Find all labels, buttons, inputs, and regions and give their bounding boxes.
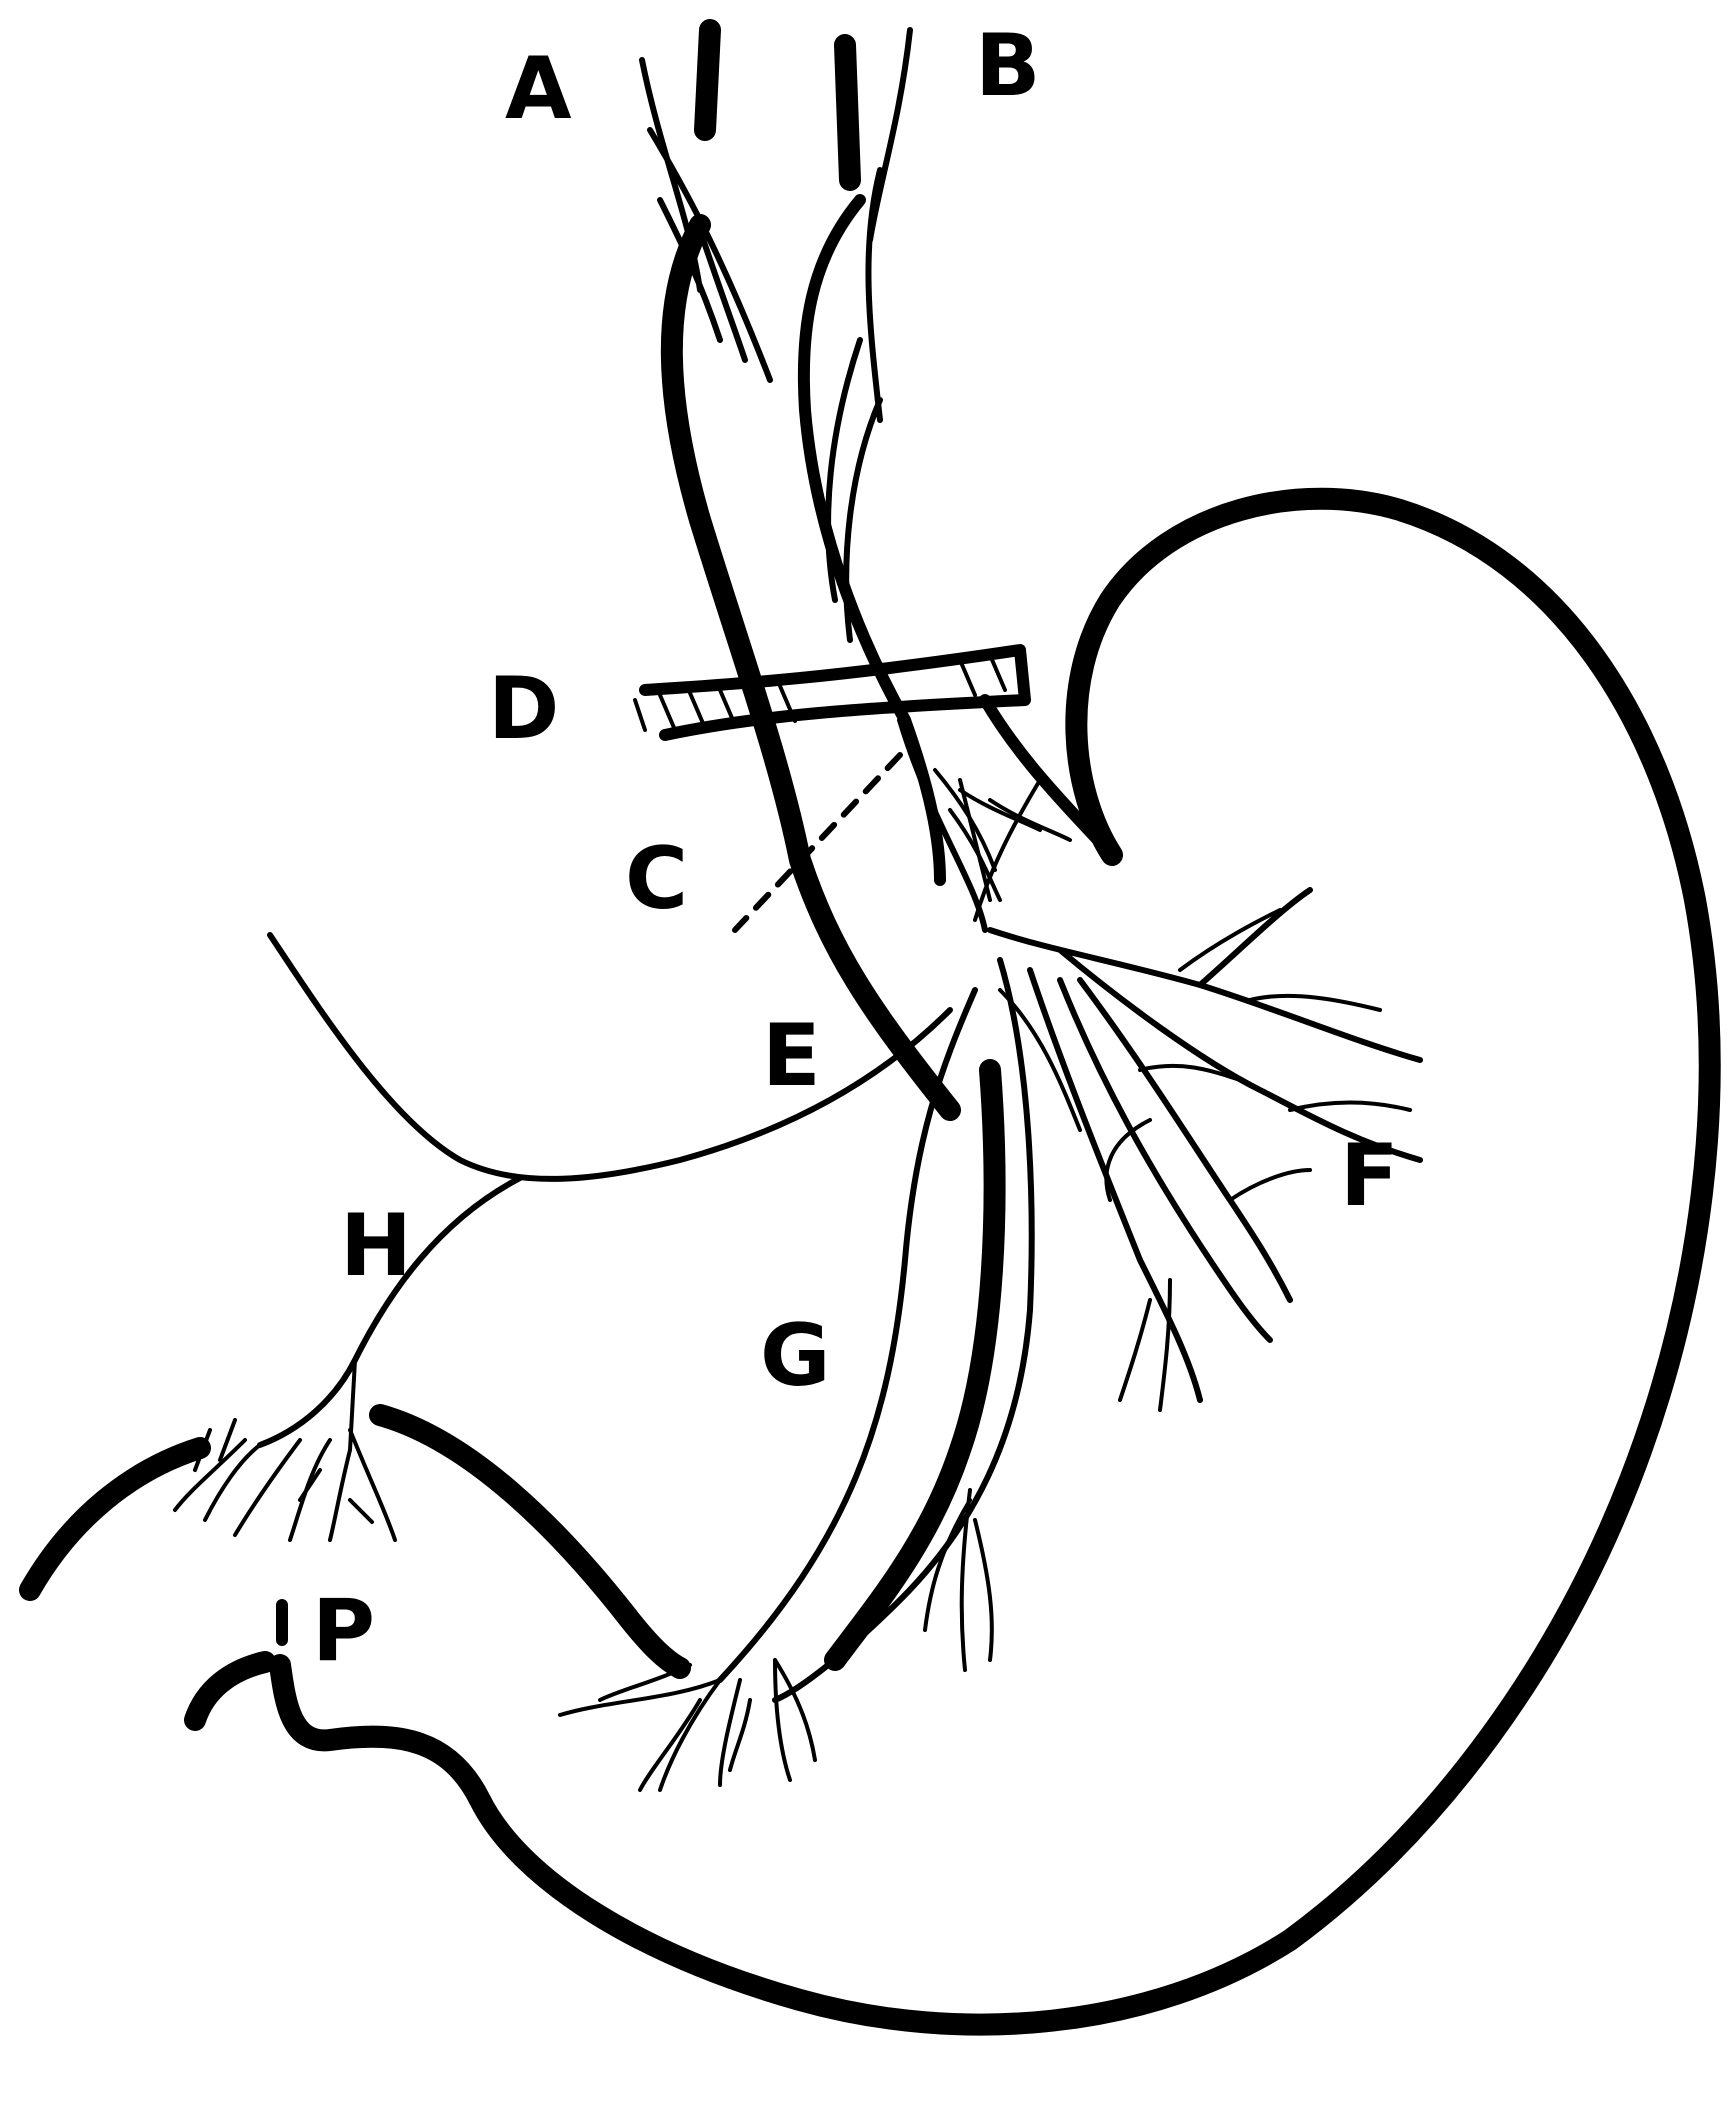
- lower-branch-fan: [560, 1660, 815, 1790]
- label-a: A: [505, 39, 572, 139]
- label-b: B: [975, 16, 1041, 116]
- label-e: E: [762, 1006, 821, 1106]
- nerve-trunk-g-right: [835, 1070, 995, 1660]
- pylorus-outline: [195, 1662, 265, 1720]
- label-d: D: [488, 659, 559, 759]
- label-g: G: [760, 1306, 831, 1406]
- label-f: F: [1340, 1126, 1399, 1226]
- label-c: C: [625, 829, 688, 929]
- vagus-nerve-a: [705, 30, 710, 130]
- stomach-lesser-curvature: [380, 1415, 680, 1668]
- vagus-nerve-b: [845, 45, 850, 180]
- label-h: H: [340, 1196, 412, 1296]
- label-p: P: [312, 1581, 375, 1681]
- duodenum-edge: [30, 1448, 200, 1590]
